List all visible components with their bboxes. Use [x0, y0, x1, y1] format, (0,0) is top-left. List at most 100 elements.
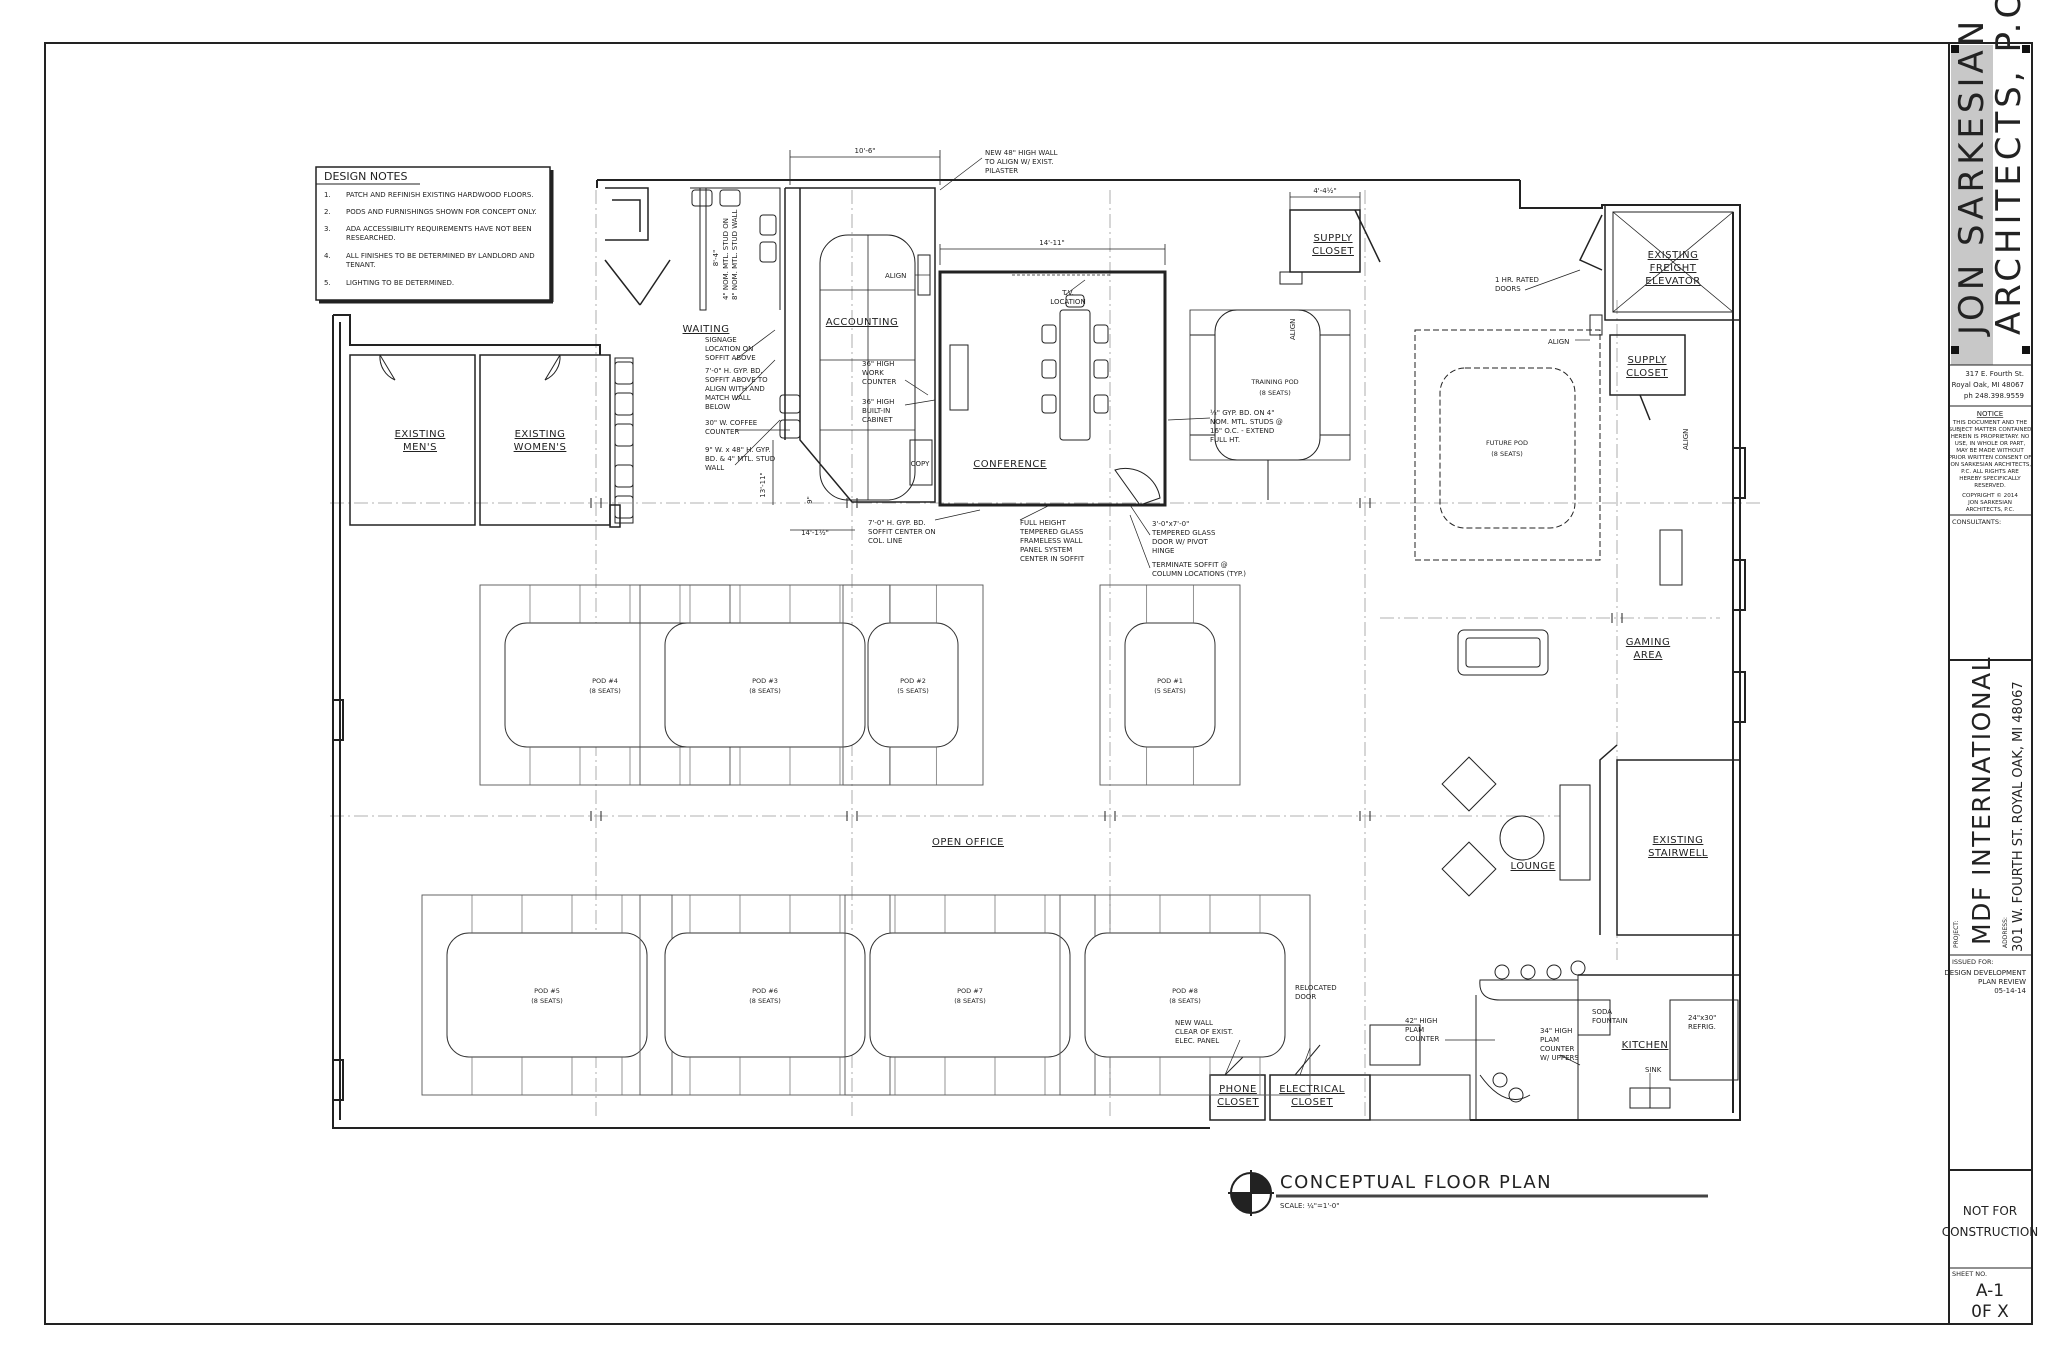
note-gyp-studs-4: FULL HT.: [1210, 436, 1240, 444]
svg-text:P.C. ALL RIGHTS ARE: P.C. ALL RIGHTS ARE: [1961, 469, 2019, 475]
dim-10-6: 10'-6": [854, 147, 875, 155]
dim-4-4: 4'-4½": [1313, 187, 1336, 195]
note-glass-door-4: HINGE: [1152, 547, 1174, 555]
note-new-wall-panel-1: NEW WALL: [1175, 1019, 1213, 1027]
note-gyp-wall-1: 9" W. x 48" H. GYP.: [705, 446, 771, 454]
svg-text:HEREIN IS PROPRIETARY. NO: HEREIN IS PROPRIETARY. NO: [1951, 434, 2030, 440]
note-glass-door-2: TEMPERED GLASS: [1151, 529, 1216, 537]
note-gyp-studs-3: 16" O.C. - EXTEND: [1210, 427, 1274, 435]
freight-elevator: [1578, 204, 1741, 321]
issued-label: ISSUED FOR:: [1952, 958, 1993, 966]
conference-room: [938, 270, 1167, 507]
gaming-lounge: [1441, 629, 1618, 935]
svg-text:TENANT.: TENANT.: [345, 261, 376, 269]
firm-phone: ph 248.398.9559: [1964, 392, 2024, 400]
design-note-4: ALL FINISHES TO BE DETERMINED BY LANDLOR…: [346, 252, 535, 260]
firm-address-1: 317 E. Fourth St.: [1965, 370, 2024, 378]
note-soffit-col-line-3: COL. LINE: [868, 537, 902, 545]
pod-6-label: POD #6: [752, 987, 778, 995]
dim-8-4: 8'-4": [712, 250, 720, 267]
issued-2: PLAN REVIEW: [1978, 978, 2026, 986]
room-kitchen: KITCHEN: [1622, 1040, 1669, 1051]
stairwell: [1616, 759, 1741, 936]
note-plam-34-2: PLAM: [1540, 1036, 1559, 1044]
plan-title-text: CONCEPTUAL FLOOR PLAN: [1280, 1172, 1552, 1193]
pod-5-seats: (8 SEATS): [531, 997, 563, 1005]
svg-text:COPYRIGHT © 2014: COPYRIGHT © 2014: [1962, 492, 2018, 499]
svg-text:SUBJECT MATTER CONTAINED: SUBJECT MATTER CONTAINED: [1949, 427, 2032, 433]
room-existing-mens-1: EXISTING: [395, 429, 446, 440]
note-rated-doors-1: 1 HR. RATED: [1495, 276, 1539, 284]
copy-label: COPY: [911, 460, 930, 468]
kitchen: [1475, 974, 1741, 1121]
room-supply-closet-2-b: CLOSET: [1626, 368, 1668, 379]
training-pod-seats: (8 SEATS): [1259, 389, 1291, 397]
note-soffit-7-0-4: MATCH WALL: [705, 394, 751, 402]
plan-scale: SCALE: ¼"=1'-0": [1280, 1202, 1339, 1210]
pod-6: POD #6(8 SEATS): [639, 894, 891, 1096]
firm-name-line2: ARCHITECTS, P.C.: [1989, 0, 2029, 335]
pod-5: POD #5 (8 SEATS): [421, 894, 673, 1096]
design-notes-title: DESIGN NOTES: [324, 170, 407, 183]
note-stud-wall-1: 4" NOM. MTL. STUD ON: [722, 218, 730, 300]
svg-text:HEREBY SPECIFICALLY: HEREBY SPECIFICALLY: [1959, 476, 2021, 482]
design-note-2: PODS AND FURNISHINGS SHOWN FOR CONCEPT O…: [346, 208, 537, 216]
pod-2-seats: (8 SEATS): [749, 687, 781, 695]
pod-2: POD #3(8 SEATS): [639, 584, 891, 786]
note-glass-wall-5: CENTER IN SOFFIT: [1020, 555, 1085, 563]
project-label: PROJECT:: [1953, 921, 1960, 948]
note-signage-2: LOCATION ON: [705, 345, 753, 353]
pod-3-label: POD #2: [900, 677, 926, 685]
note-soffit-7-0-5: BELOW: [705, 403, 730, 411]
svg-text:2.: 2.: [324, 208, 331, 216]
note-plam-34-3: COUNTER: [1540, 1045, 1574, 1053]
note-relocated-door-2: DOOR: [1295, 993, 1316, 1001]
note-soda-fountain-2: FOUNTAIN: [1592, 1017, 1628, 1025]
note-plam-42-2: PLAM: [1405, 1026, 1424, 1034]
room-existing-womens-2: WOMEN'S: [514, 442, 567, 453]
note-new-48-wall-1: NEW 48" HIGH WALL: [985, 149, 1058, 157]
note-glass-door-1: 3'-0"x7'-0": [1152, 520, 1189, 528]
design-notes-box: DESIGN NOTES 1. PATCH AND REFINISH EXIST…: [315, 166, 554, 304]
note-coffee-counter-2: COUNTER: [705, 428, 739, 436]
note-signage-1: SIGNAGE: [705, 336, 737, 344]
note-glass-wall-3: FRAMELESS WALL: [1020, 537, 1083, 545]
svg-text:1.: 1.: [324, 191, 331, 199]
room-supply-closet-1-a: SUPPLY: [1313, 233, 1352, 244]
sink-label: SINK: [1645, 1066, 1662, 1074]
svg-text:ARCHITECTS, P.C.: ARCHITECTS, P.C.: [1966, 507, 2015, 513]
note-relocated-door-1: RELOCATED: [1295, 984, 1337, 992]
note-plam-42-1: 42" HIGH: [1405, 1017, 1437, 1025]
pod-1-label: POD #4: [592, 677, 618, 685]
pod-5-label: POD #5: [534, 987, 560, 995]
note-plam-34-1: 34" HIGH: [1540, 1027, 1572, 1035]
room-existing-mens-2: MEN'S: [403, 442, 437, 453]
sheet-number: A-1: [1976, 1281, 2004, 1301]
not-for-construction-2: CONSTRUCTION: [1942, 1225, 2039, 1239]
svg-text:JON SARKESIAN: JON SARKESIAN: [1967, 500, 2012, 506]
note-new-48-wall-3: PILASTER: [985, 167, 1018, 175]
svg-text:3.: 3.: [324, 225, 331, 233]
open-office-pods: POD #4(8 SEATS)POD #3(8 SEATS)POD #2(5 S…: [421, 584, 1311, 1096]
pod-7-seats: (8 SEATS): [954, 997, 986, 1005]
room-electrical-closet-1: ELECTRICAL: [1279, 1084, 1345, 1095]
room-freight-elevator-2: FREIGHT: [1650, 263, 1697, 274]
project-name: MDF INTERNATIONAL: [1967, 656, 1996, 945]
note-work-counter-1: 36" HIGH: [862, 360, 894, 368]
pod-4-label: POD #1: [1157, 677, 1183, 685]
restrooms: [349, 354, 621, 528]
consultants-label: CONSULTANTS:: [1952, 518, 2001, 526]
svg-text:PRIOR WRITTEN CONSENT OF: PRIOR WRITTEN CONSENT OF: [1949, 455, 2032, 461]
future-pod-seats: (8 SEATS): [1491, 450, 1523, 458]
dim-14-1: 14'-1½": [801, 529, 829, 537]
dim-9: 9": [806, 496, 814, 504]
svg-text:5.: 5.: [324, 279, 331, 287]
svg-text:USE, IN WHOLE OR PART,: USE, IN WHOLE OR PART,: [1955, 441, 2026, 447]
pod-3: POD #2(5 SEATS): [842, 584, 984, 786]
note-builtin-cabinet-1: 36" HIGH: [862, 398, 894, 406]
room-lounge: LOUNGE: [1511, 861, 1556, 872]
note-refrig-1: 24"x30": [1688, 1014, 1716, 1022]
note-soffit-7-0-3: ALIGN WITH AND: [705, 385, 765, 393]
address-label: ADDRESS:: [2002, 917, 2009, 948]
